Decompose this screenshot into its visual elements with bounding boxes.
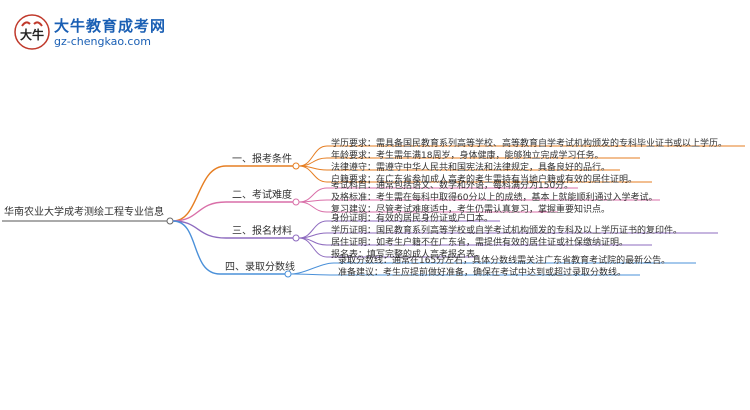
branch-conditions[interactable]: 一、报考条件 — [232, 154, 292, 165]
leaf-age-requirement: 年龄要求：考生需年满18周岁，身体健康，能够独立完成学习任务。 — [331, 151, 604, 161]
leaf-residence-proof: 居住证明：如考生户籍不在广东省，需提供有效的居住证或社保缴纳证明。 — [331, 238, 629, 248]
leaf-identity-proof: 身份证明：有效的居民身份证或户口本。 — [331, 214, 494, 224]
logo-title: 大牛教育成考网 — [54, 17, 167, 35]
leaf-household-requirement: 户籍要求：在广东省参加成人高考的考生需持有当地户籍或有效的居住证明。 — [331, 175, 638, 185]
branch-difficulty[interactable]: 二、考试难度 — [232, 190, 292, 201]
leaf-law-requirement: 法律遵守：需遵守中华人民共和国宪法和法律规定，具备良好的品行。 — [331, 163, 611, 173]
bull-logo-icon: 大牛 — [14, 14, 50, 50]
mindmap-root[interactable]: 华南农业大学成考测绘工程专业信息 — [4, 207, 164, 218]
leaf-review-advice: 复习建议：尽管考试难度适中，考生仍需认真复习，掌握重要知识点。 — [331, 205, 611, 215]
branch-materials[interactable]: 三、报名材料 — [232, 226, 292, 237]
branch-admission-score[interactable]: 四、录取分数线 — [225, 262, 295, 273]
leaf-exam-subjects: 考试科目：通常包括语文、数学和外语，每科满分为150分。 — [331, 181, 574, 191]
logo-mark-text: 大牛 — [20, 27, 44, 42]
site-logo[interactable]: 大牛 大牛教育成考网 gz-chengkao.com — [14, 14, 184, 54]
leaf-prep-advice: 准备建议：考生应提前做好准备，确保在考试中达到或超过录取分数线。 — [338, 268, 627, 278]
leaf-pass-standard: 及格标准：考生需在每科中取得60分以上的成绩，基本上就能顺利通过入学考试。 — [331, 193, 658, 203]
leaf-score-line: 录取分数线：通常在165分左右，具体分数线需关注广东省教育考试院的最新公告。 — [338, 256, 671, 266]
leaf-education-requirement: 学历要求：需具备国民教育系列高等学校、高等教育自学考试机构颁发的专科毕业证书或以… — [331, 139, 728, 149]
logo-url: gz-chengkao.com — [54, 35, 151, 48]
leaf-education-proof: 学历证明：国民教育系列高等学校或自学考试机构颁发的专科及以上学历证书的复印件。 — [331, 226, 683, 236]
leaf-application-form: 报名表：填写完整的成人高考报名表。 — [331, 250, 485, 260]
